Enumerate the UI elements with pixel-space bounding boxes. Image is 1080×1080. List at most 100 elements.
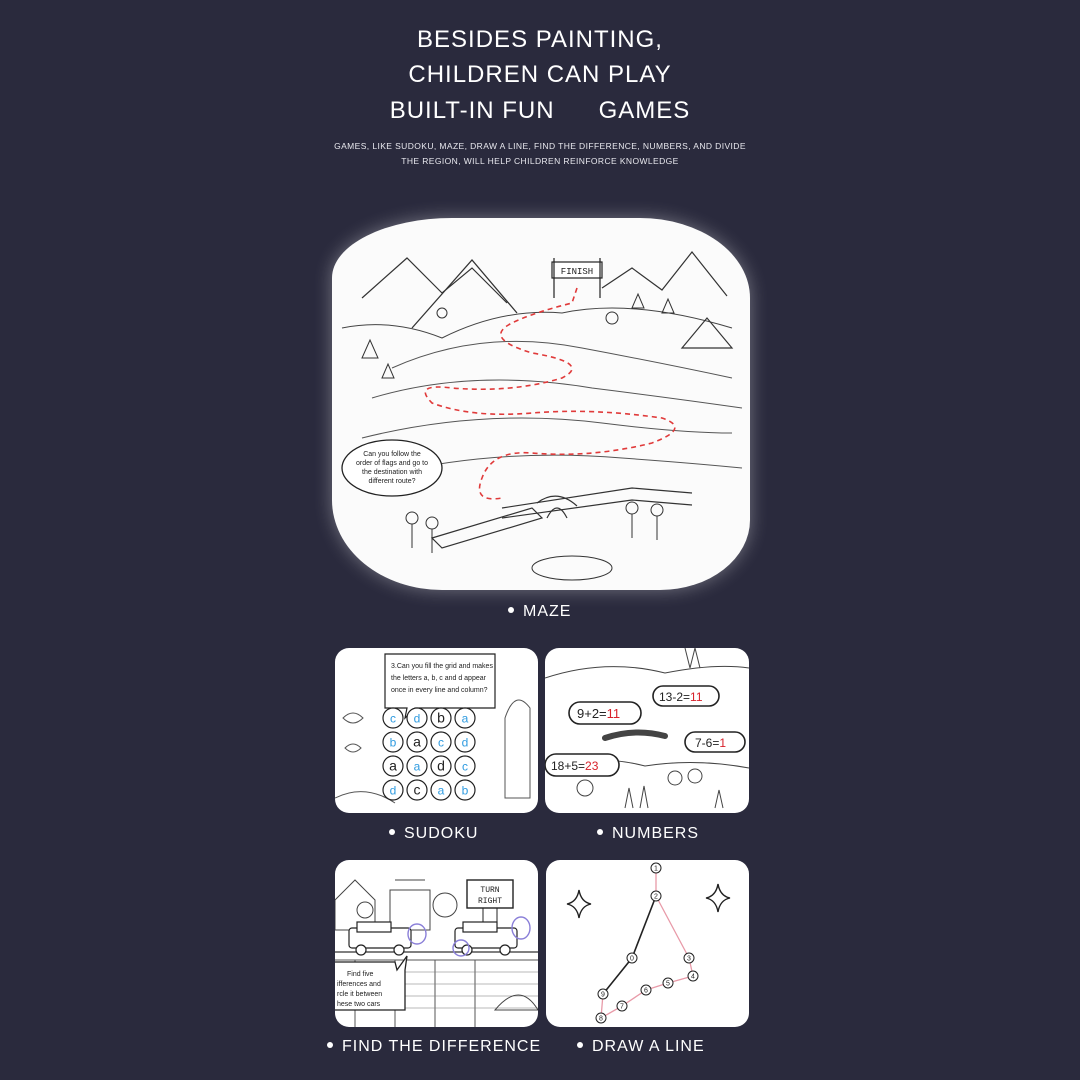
dot-node-label: 0 [630, 956, 634, 963]
sudoku-illustration: 3.Can you fill the grid and makes the le… [335, 648, 538, 813]
sudoku-bubble-line-1: 3.Can you fill the grid and makes [391, 663, 493, 670]
sudoku-letter: d [437, 758, 445, 774]
sudoku-cell [430, 707, 452, 729]
numbers-drawing: 9+2=11 13-2=11 7-6=1 18+5=23 [545, 648, 749, 809]
sudoku-letter: d [414, 712, 421, 726]
dot-node [597, 988, 609, 1000]
turn-right-sign-line-2: RIGHT [478, 897, 502, 906]
sudoku-cell [382, 707, 404, 729]
sparkle-icon [705, 883, 731, 913]
sudoku-cell [454, 779, 476, 801]
dot-node [683, 952, 695, 964]
difference-bubble-line-2: ifferences and [337, 981, 381, 988]
headline-line-3-part-b: GAMES [598, 97, 691, 124]
sudoku-cell [430, 755, 452, 777]
dot-node [662, 977, 674, 989]
dot-node-label: 6 [644, 988, 648, 995]
headline-line-1: BESIDES PAINTING, [417, 26, 663, 53]
dot-node [650, 862, 662, 874]
difference-bubble-line-1: Find five [347, 971, 374, 978]
sudoku-caption: SUDOKU [389, 825, 478, 843]
numbers-caption: NUMBERS [597, 825, 699, 843]
maze-route [424, 287, 676, 500]
sudoku-cell [406, 755, 428, 777]
dot-node-label: 1 [654, 866, 658, 873]
sudoku-cell [406, 731, 428, 753]
difference-illustration: TURN RIGHT Find five ifferences and rcle… [335, 860, 538, 1027]
sudoku-drawing: 3.Can you fill the grid and makes the le… [335, 653, 531, 804]
connector-line [631, 895, 657, 959]
difference-bubble-line-4: hese two cars [337, 1001, 381, 1008]
equation-4: 18+5=23 [545, 753, 620, 777]
bullet-icon [327, 1041, 333, 1048]
difference-bubble [335, 955, 408, 1011]
svg-text:18+5=23: 18+5=23 [551, 759, 599, 773]
sudoku-letter: c [414, 782, 421, 798]
dot-node [687, 970, 699, 982]
dot-node-label: 8 [599, 1016, 603, 1023]
maze-bubble [341, 439, 443, 497]
sudoku-cell [406, 779, 428, 801]
sudoku-letter: a [438, 784, 445, 798]
numbers-illustration: 9+2=11 13-2=11 7-6=1 18+5=23 [545, 648, 749, 813]
sudoku-cell [430, 779, 452, 801]
sudoku-letter: d [462, 736, 469, 750]
equation-2: 13-2=11 [652, 685, 720, 707]
connector-line [655, 895, 690, 959]
dot-node-label: 9 [601, 992, 605, 999]
sudoku-cell [382, 755, 404, 777]
sudoku-cell [382, 779, 404, 801]
maze-illustration: FINISH Can you follow the order of flags… [332, 218, 750, 590]
bullet-icon [577, 1041, 583, 1048]
car-right [454, 921, 518, 956]
difference-bubble-line-3: rcle it between [337, 991, 382, 998]
sparkle-icon [566, 889, 592, 919]
difference-circles [407, 916, 531, 957]
sudoku-letter: a [462, 712, 469, 726]
car-left [348, 921, 412, 956]
dot-node-label: 3 [687, 956, 691, 963]
dot-node-label: 4 [691, 974, 695, 981]
dot-node-label: 2 [654, 894, 658, 901]
finish-sign-text: FINISH [561, 267, 593, 277]
svg-text:9+2=11: 9+2=11 [577, 706, 620, 721]
sudoku-letter: c [438, 736, 444, 750]
sudoku-letter: a [414, 760, 421, 774]
headline-line-2: CHILDREN CAN PLAY [408, 61, 672, 88]
difference-drawing: TURN RIGHT Find five ifferences and rcle… [335, 879, 538, 1027]
sudoku-cell [454, 707, 476, 729]
headline-description: GAMES, LIKE SUDOKU, MAZE, DRAW A LINE, F… [334, 141, 746, 166]
sudoku-letter: d [390, 784, 397, 798]
maze-bubble-line-2: order of flags and go to [356, 460, 428, 467]
dot-node-label: 7 [620, 1004, 624, 1011]
sudoku-cell [430, 731, 452, 753]
sudoku-letter: b [390, 736, 397, 750]
dot-node [640, 984, 652, 996]
dot-node [626, 952, 638, 964]
maze-drawing: FINISH Can you follow the order of flags… [341, 251, 743, 581]
maze-bubble-line-3: the destination with [362, 469, 422, 476]
equation-1: 9+2=11 [568, 701, 642, 725]
sudoku-letter: b [462, 784, 469, 798]
sudoku-cell [454, 755, 476, 777]
maze-bubble-line-1: Can you follow the [363, 451, 421, 458]
sudoku-cell [382, 731, 404, 753]
finish-sign [551, 261, 603, 279]
maze-bubble-line-4: different route? [369, 478, 416, 485]
turn-right-sign [466, 879, 514, 909]
sudoku-letter: b [437, 710, 445, 726]
dot-node [650, 890, 662, 902]
sudoku-letter: c [462, 760, 468, 774]
sudoku-letter: a [413, 734, 421, 750]
connector-line [602, 957, 633, 995]
sudoku-cell [406, 707, 428, 729]
headline-line-3-part-a: BUILT-IN FUN [389, 97, 555, 124]
sudoku-letter: a [389, 758, 397, 774]
sudoku-cell [454, 731, 476, 753]
sudoku-letter: c [390, 712, 396, 726]
sudoku-bubble-line-2: the letters a, b, c and d appear [391, 675, 487, 682]
turn-right-sign-line-1: TURN [480, 886, 499, 895]
